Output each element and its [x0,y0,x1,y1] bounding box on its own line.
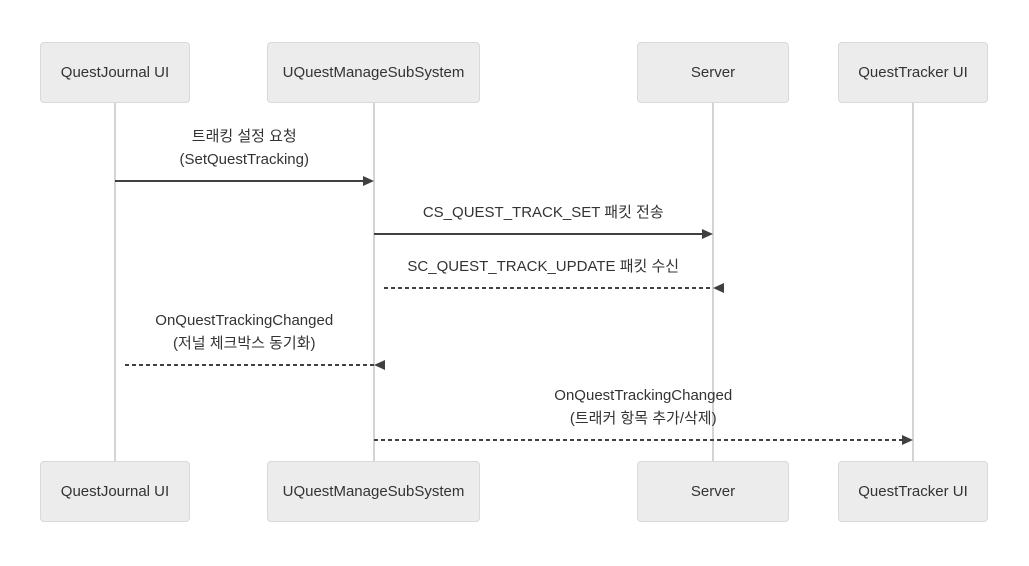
message-line-3 [125,364,374,366]
actor-questtracker-ui-bottom: QuestTracker UI [838,461,988,522]
actor-label: Server [690,483,736,500]
message-label-4: OnQuestTrackingChanged (트래커 항목 추가/삭제) [374,384,914,430]
actor-questjournal-ui-bottom: QuestJournal UI [40,461,190,522]
message-label-line: CS_QUEST_TRACK_SET 패킷 전송 [422,204,664,221]
actor-label: UQuestManageSubSystem [282,483,465,500]
message-label-line: (저널 체크박스 동기화) [172,335,316,352]
message-label-line: OnQuestTrackingChanged [155,312,334,329]
actor-label: QuestJournal UI [60,483,170,500]
arrowhead-2 [713,283,724,293]
message-label-0: 트래킹 설정 요청 (SetQuestTracking) [115,125,374,171]
message-line-1 [373,233,703,235]
message-label-1: CS_QUEST_TRACK_SET 패킷 전송 [374,201,714,224]
actor-questjournal-ui-top: QuestJournal UI [40,42,190,103]
actor-server-top: Server [637,42,789,103]
message-label-line: (트래커 항목 추가/삭제) [569,410,717,427]
actor-label: UQuestManageSubSystem [282,64,465,81]
lifeline-questjournal-ui [114,103,116,461]
message-label-line: (SetQuestTracking) [179,151,310,168]
arrowhead-3 [373,360,385,370]
actor-uquestmanagesubsystem-top: UQuestManageSubSystem [267,42,480,103]
actor-server-bottom: Server [637,461,789,522]
lifeline-questtracker-ui [912,103,914,461]
arrowhead-4 [902,435,913,445]
actor-uquestmanagesubsystem-bottom: UQuestManageSubSystem [267,461,480,522]
actor-label: Server [690,64,736,81]
actor-label: QuestTracker UI [858,64,968,81]
actor-label: QuestJournal UI [60,64,170,81]
message-label-line: 트래킹 설정 요청 [191,128,297,145]
message-label-line: SC_QUEST_TRACK_UPDATE 패킷 수신 [407,258,680,275]
arrowhead-1 [702,229,713,239]
actor-label: QuestTracker UI [858,483,968,500]
lifeline-uquestmanagesubsystem [372,103,375,461]
message-label-2: SC_QUEST_TRACK_UPDATE 패킷 수신 [374,255,714,278]
message-line-2 [383,287,713,289]
lifeline-server [712,103,714,461]
message-line-0 [115,180,364,182]
arrowhead-0 [362,176,374,186]
message-label-line: OnQuestTrackingChanged [554,387,733,404]
actor-questtracker-ui-top: QuestTracker UI [838,42,988,103]
message-line-4 [373,439,903,441]
message-label-3: OnQuestTrackingChanged (저널 체크박스 동기화) [115,309,374,355]
